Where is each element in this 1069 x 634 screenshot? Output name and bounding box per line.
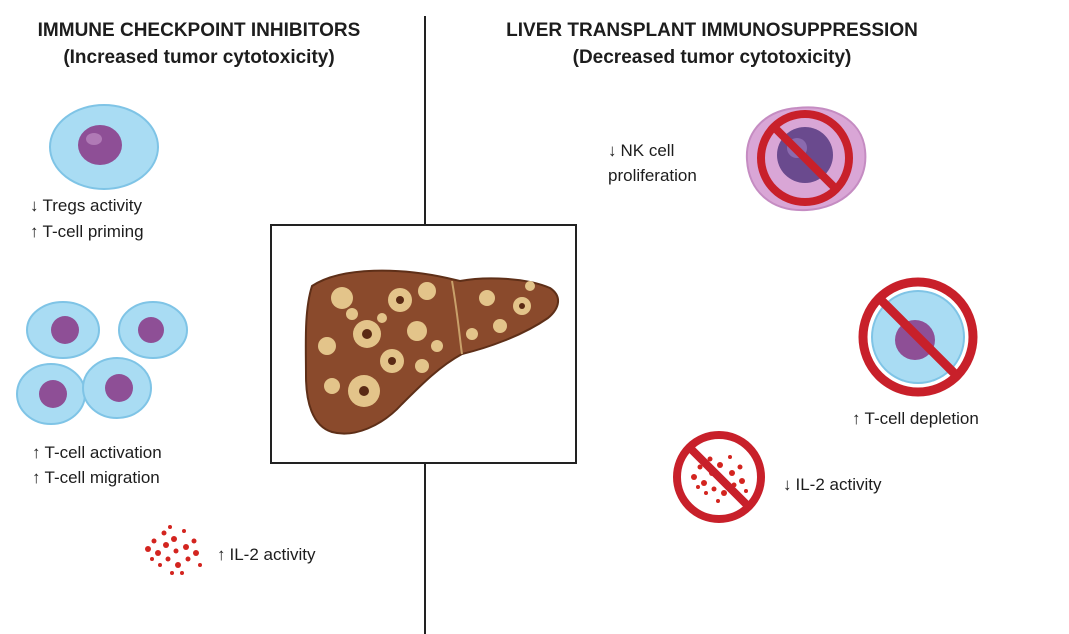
right-panel-subtitle: (Decreased tumor cytotoxicity) bbox=[572, 47, 852, 68]
tregs-activity-label: ↓Tregs activity bbox=[30, 196, 143, 215]
up-arrow-icon: ↑ bbox=[32, 443, 41, 462]
t-cell-prohibited-icon bbox=[858, 277, 978, 397]
nk-cell-label: ↓NK cell bbox=[608, 141, 675, 160]
t-cell-depletion-label: ↑T-cell depletion bbox=[852, 409, 979, 428]
left-panel-heading: IMMUNE CHECKPOINT INHIBITORS (Increased … bbox=[0, 17, 398, 71]
left-panel-title: IMMUNE CHECKPOINT INHIBITORS bbox=[37, 20, 361, 41]
nk-proliferation-label: proliferation bbox=[608, 166, 697, 185]
up-arrow-icon: ↑ bbox=[852, 409, 861, 428]
t-cell-migration-label: ↑T-cell migration bbox=[32, 468, 160, 487]
down-arrow-icon: ↓ bbox=[30, 196, 39, 215]
up-arrow-icon: ↑ bbox=[32, 468, 41, 487]
nk-cell-prohibited-icon bbox=[745, 106, 867, 212]
il2-activity-down-label: ↓IL-2 activity bbox=[783, 475, 882, 494]
left-panel-subtitle: (Increased tumor cytotoxicity) bbox=[63, 47, 335, 68]
down-arrow-icon: ↓ bbox=[608, 141, 617, 160]
divider-top bbox=[424, 16, 426, 224]
right-panel-title: LIVER TRANSPLANT IMMUNOSUPPRESSION bbox=[506, 20, 918, 41]
t-cell-icon bbox=[49, 104, 159, 190]
up-arrow-icon: ↑ bbox=[217, 545, 226, 564]
liver-illustration-box bbox=[270, 224, 577, 464]
il2-activity-up-label: ↑IL-2 activity bbox=[217, 545, 316, 564]
divider-bottom bbox=[424, 464, 426, 634]
t-cell-cluster-icon bbox=[16, 301, 188, 425]
t-cell-priming-label: ↑T-cell priming bbox=[30, 222, 144, 241]
liver-icon bbox=[304, 269, 559, 435]
il2-cytokine-icon bbox=[145, 525, 202, 575]
right-panel-heading: LIVER TRANSPLANT IMMUNOSUPPRESSION (Decr… bbox=[470, 17, 954, 71]
il2-prohibited-icon bbox=[673, 431, 765, 523]
up-arrow-icon: ↑ bbox=[30, 222, 39, 241]
down-arrow-icon: ↓ bbox=[783, 475, 792, 494]
t-cell-activation-label: ↑T-cell activation bbox=[32, 443, 162, 462]
